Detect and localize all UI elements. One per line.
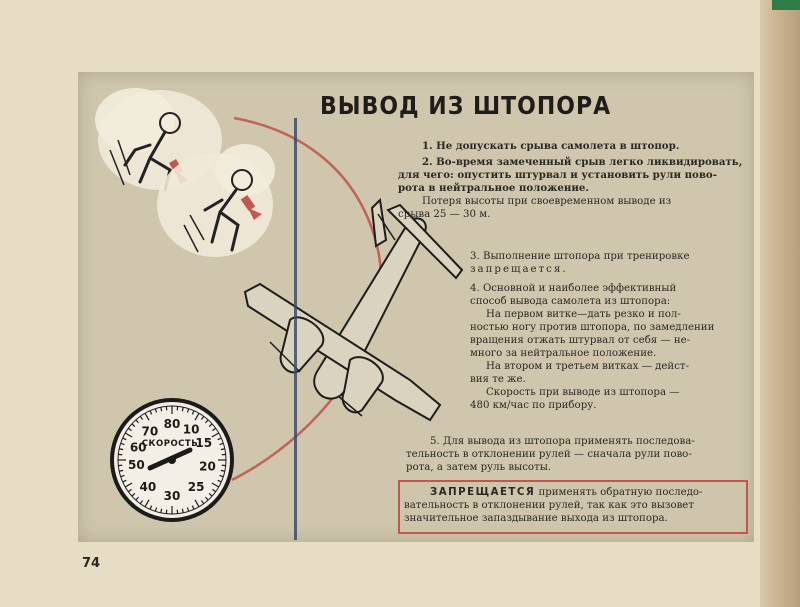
gauge-tick bbox=[139, 500, 144, 505]
section-2-line-1: 2. Во-время замеченный срыв легко ликвид… bbox=[422, 156, 743, 168]
gauge-tick bbox=[119, 448, 124, 451]
gauge-tick bbox=[212, 488, 217, 493]
gauge-tick bbox=[181, 508, 184, 513]
gauge-number-30: 30 bbox=[164, 489, 181, 503]
page-title: ВЫВОД ИЗ ШТОПОРА bbox=[320, 92, 612, 121]
gauge-tick bbox=[135, 496, 139, 501]
section-3-line-1: 3. Выполнение штопора при тренировке bbox=[470, 251, 690, 262]
gauge-tick bbox=[131, 493, 136, 497]
spin-trajectory-arc bbox=[231, 116, 382, 482]
section-2-line-2: для чего: опустить штурвал и установить … bbox=[398, 169, 717, 181]
warning-line-1: ЗАПРЕЩАЕТСЯ применять обратную последо- bbox=[430, 486, 703, 499]
gauge-tick bbox=[127, 427, 132, 432]
gauge-tick bbox=[186, 408, 190, 413]
book-cover-edge bbox=[772, 0, 800, 10]
gauge-label: СКОРОСТЬ bbox=[142, 439, 198, 449]
gauge-tick bbox=[127, 488, 132, 493]
gauge-tick bbox=[119, 469, 124, 472]
gauge-number-60: 60 bbox=[130, 441, 147, 455]
gauge-number-15: 15 bbox=[195, 436, 212, 450]
gauge-tick bbox=[135, 419, 139, 424]
gauge-tick bbox=[191, 410, 195, 415]
gauge-tick bbox=[200, 415, 205, 420]
gauge-number-10: 10 bbox=[183, 422, 200, 436]
aircraft-illustration bbox=[243, 197, 464, 422]
section-4-line-3: На первом витке—дать резко и пол- bbox=[486, 309, 681, 320]
gauge-tick bbox=[194, 412, 200, 421]
gauge-tick bbox=[139, 415, 144, 420]
gauge-tick bbox=[144, 412, 150, 421]
section-4-line-7: На втором и третьем витках — дейст- bbox=[486, 361, 689, 372]
gauge-tick bbox=[219, 442, 224, 446]
gauge-tick bbox=[217, 479, 222, 483]
section-1: 1. Не допускать срыва самолета в штопор. bbox=[422, 140, 680, 152]
warning-line-3: значительное запаздывание выхода из штоп… bbox=[404, 513, 668, 524]
section-4-line-8: вия те же. bbox=[470, 374, 526, 385]
section-3-line-2: запрещается. bbox=[470, 264, 568, 275]
section-4-line-10: 480 км/час по прибору. bbox=[470, 400, 597, 411]
section-5-line-3: рота, а затем руль высоты. bbox=[406, 462, 552, 473]
page-number: 74 bbox=[82, 556, 101, 571]
gauge-number-20: 20 bbox=[199, 459, 216, 473]
section-5-line-2: тельность в отклонении рулей — сначала р… bbox=[406, 449, 692, 460]
gauge-tick bbox=[219, 474, 224, 478]
gauge-tick bbox=[212, 427, 217, 432]
gauge-tick bbox=[120, 474, 125, 478]
gauge-tick bbox=[122, 437, 127, 441]
gauge-tick bbox=[149, 410, 153, 415]
section-5-line-1: 5. Для вывода из штопора применять после… bbox=[430, 436, 695, 447]
gauge-tick bbox=[154, 507, 158, 512]
section-2b-line-2: срыва 25 — 30 м. bbox=[398, 209, 491, 220]
warning-line-1-rest: применять обратную последо- bbox=[535, 487, 703, 498]
gauge-tick bbox=[149, 505, 153, 510]
gauge-number-80: 80 bbox=[164, 417, 181, 431]
gauge-tick bbox=[208, 423, 213, 427]
gauge-tick bbox=[181, 407, 184, 412]
gauge-number-25: 25 bbox=[188, 480, 205, 494]
section-4-line-5: вращения отжать штурвал от себя — не- bbox=[470, 335, 691, 346]
section-2-line-3: рота в нейтральное положение. bbox=[398, 182, 589, 194]
divider-line bbox=[294, 118, 297, 540]
gauge-tick bbox=[186, 507, 190, 512]
gauge-tick bbox=[144, 499, 150, 508]
gauge-tick bbox=[205, 496, 209, 501]
gauge-tick bbox=[160, 508, 163, 513]
gauge-tick bbox=[208, 493, 213, 497]
gauge-tick bbox=[131, 423, 136, 427]
gauge-tick bbox=[220, 469, 225, 472]
section-2b-line-1: Потеря высоты при своевременном выводе и… bbox=[422, 196, 672, 207]
section-4-line-4: ностью ногу против штопора, по замедлени… bbox=[470, 322, 715, 333]
gauge-tick bbox=[194, 499, 200, 508]
gauge-tick bbox=[217, 437, 222, 441]
gauge-tick bbox=[200, 500, 205, 505]
gauge-tick bbox=[122, 479, 127, 483]
gauge-tick bbox=[124, 482, 133, 488]
warning-box bbox=[398, 480, 748, 534]
section-4-line-9: Скорость при выводе из штопора — bbox=[486, 387, 680, 398]
gauge-tick bbox=[191, 505, 195, 510]
gauge-number-50: 50 bbox=[128, 458, 145, 472]
pilot-figure-2 bbox=[157, 144, 275, 257]
gauge-tick bbox=[160, 407, 163, 412]
gauge-tick bbox=[211, 432, 220, 438]
gauge-tick bbox=[124, 432, 133, 438]
warning-line-2: вательность в отклонении рулей, так как … bbox=[404, 500, 694, 511]
gauge-tick bbox=[211, 482, 220, 488]
gauge-number-40: 40 bbox=[140, 480, 157, 494]
section-4-line-6: много за нейтральное положение. bbox=[470, 348, 657, 359]
book-page-edge bbox=[760, 0, 800, 607]
section-4-line-2: способ вывода самолета из штопора: bbox=[470, 296, 671, 307]
gauge-tick bbox=[205, 419, 209, 424]
warning-word: ЗАПРЕЩАЕТСЯ bbox=[430, 487, 536, 498]
gauge-number-70: 70 bbox=[141, 425, 158, 439]
gauge-tick bbox=[220, 448, 225, 451]
section-4-line-1: 4. Основной и наиболее эффективный bbox=[470, 283, 677, 294]
gauge-tick bbox=[120, 442, 125, 446]
gauge-tick bbox=[154, 408, 158, 413]
